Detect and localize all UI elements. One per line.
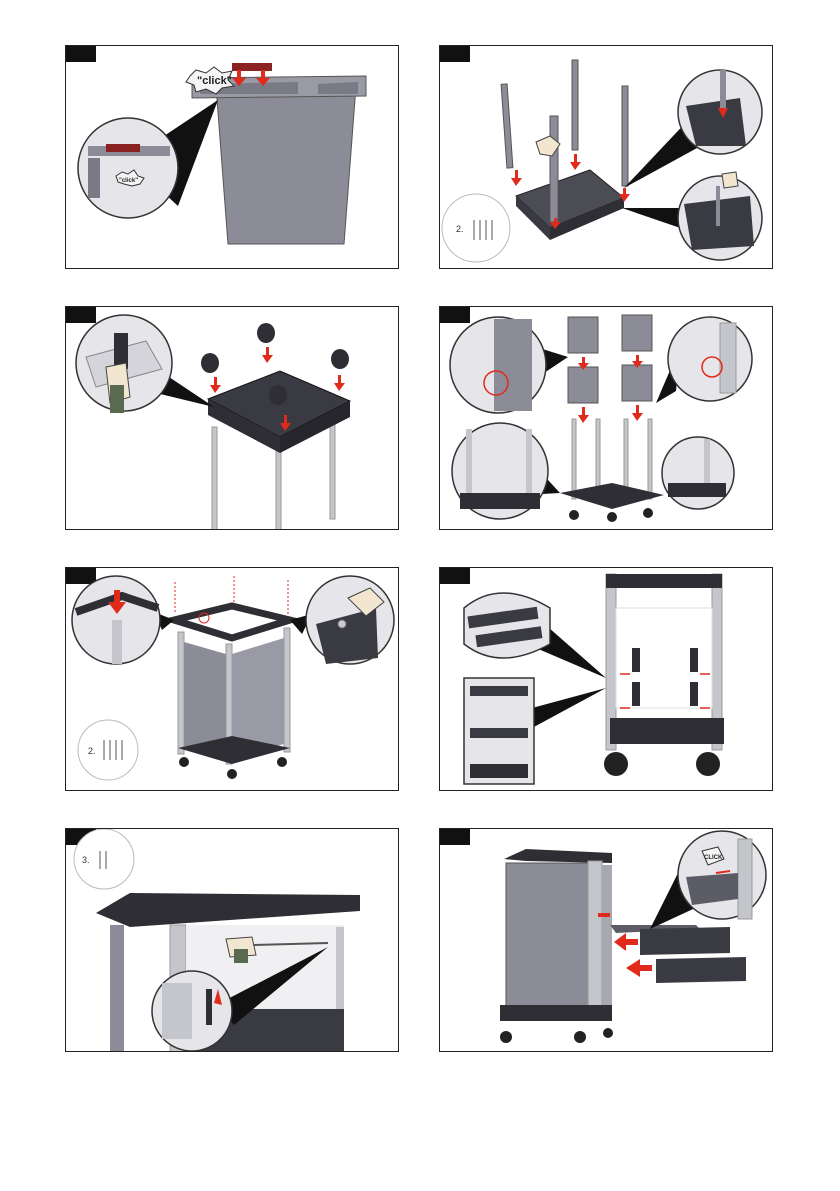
casters-illustration xyxy=(66,307,399,530)
parts-count-circle xyxy=(442,194,510,262)
click-callout: "click" xyxy=(197,75,232,87)
zoom-pointer xyxy=(532,688,606,728)
step-panel-7: 3. xyxy=(65,828,399,1052)
parts-qty-label: 2. xyxy=(456,224,464,234)
side-panels-illustration xyxy=(440,307,773,530)
drawers-illustration: CLICK xyxy=(440,829,773,1052)
parts-qty-label: 2. xyxy=(88,746,96,756)
click-callout: CLICK xyxy=(704,855,723,861)
interior-shelf-illustration: 3. xyxy=(66,829,399,1052)
zoom-detail-circle xyxy=(662,437,734,509)
parts-count-circle xyxy=(78,720,138,780)
step-panel-8: CLICK xyxy=(439,828,773,1052)
base-poles-illustration: 2. xyxy=(440,46,773,269)
step-panel-3 xyxy=(65,306,399,530)
rails-illustration xyxy=(440,568,773,791)
parts-qty-label: 3. xyxy=(82,855,90,865)
click-callout-small: "click" xyxy=(119,178,138,184)
step-panel-4 xyxy=(439,306,773,530)
step-panel-1: "click" "click" xyxy=(65,45,399,269)
step-panel-6 xyxy=(439,567,773,791)
bin-clip-illustration: "click" "click" xyxy=(66,46,399,269)
top-frame-illustration: 2. xyxy=(66,568,399,791)
step-panel-2: 2. xyxy=(439,45,773,269)
zoom-detail-circle xyxy=(668,317,752,401)
step-panel-5: 2. xyxy=(65,567,399,791)
